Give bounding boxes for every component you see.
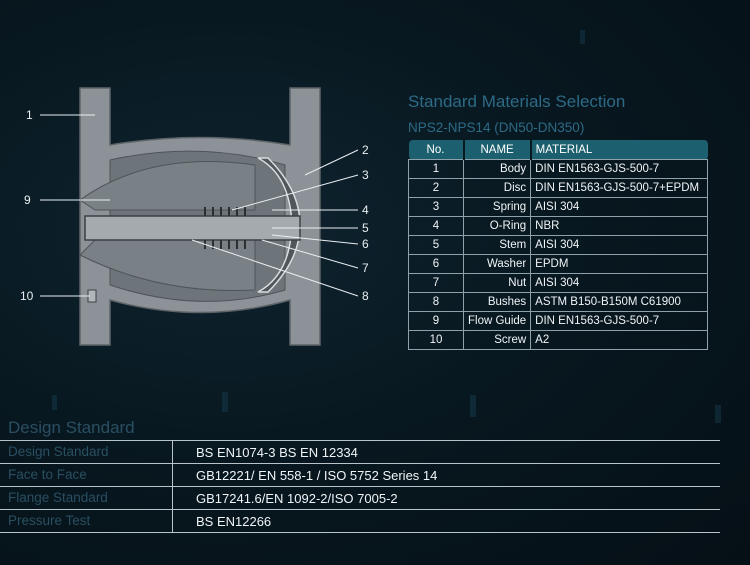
row-material: AISI 304: [530, 197, 709, 217]
header-name: NAME: [463, 140, 532, 160]
design-standard-label: Flange Standard: [8, 490, 108, 505]
row-name: Disc: [462, 178, 532, 198]
callout-7: 7: [362, 261, 369, 275]
column-divider: [172, 464, 173, 486]
design-standard-row: Pressure Test BS EN12266: [0, 510, 720, 533]
row-no: 3: [408, 197, 464, 217]
row-no: 2: [408, 178, 464, 198]
callout-5: 5: [362, 221, 369, 235]
row-name: Bushes: [462, 292, 532, 312]
background-glow: [715, 405, 721, 423]
design-standard-label: Design Standard: [8, 444, 109, 459]
disc: [257, 157, 301, 293]
flow-guide-lower: [79, 239, 256, 292]
background-glow: [580, 30, 585, 44]
background-glow: [222, 392, 228, 412]
row-name: Nut: [462, 273, 532, 293]
row-name: Body: [462, 159, 532, 179]
row-name: Spring: [462, 197, 532, 217]
row-name: Flow Guide: [462, 311, 532, 331]
design-standard-value: GB12221/ EN 558-1 / ISO 5752 Series 14: [196, 468, 438, 483]
row-material: DIN EN1563-GJS-500-7: [530, 311, 709, 331]
column-divider: [172, 441, 173, 463]
row-name: Washer: [462, 254, 532, 274]
materials-subtitle: NPS2-NPS14 (DN50-DN350): [408, 120, 585, 135]
column-divider: [172, 510, 173, 532]
row-no: 1: [408, 159, 464, 179]
callout-4: 4: [362, 203, 369, 217]
callout-9: 9: [24, 193, 31, 207]
design-standard-title: Design Standard: [8, 418, 135, 437]
row-no: 7: [408, 273, 464, 293]
background-glow: [52, 395, 57, 410]
row-no: 4: [408, 216, 464, 236]
row-material: DIN EN1563-GJS-500-7: [530, 159, 709, 179]
row-name: Stem: [462, 235, 532, 255]
callout-2: 2: [362, 143, 369, 157]
row-material: EPDM: [530, 254, 709, 274]
callout-3: 3: [362, 168, 369, 182]
materials-header-row: No. NAME MATERIAL: [408, 140, 708, 160]
design-standard-row: Face to Face GB12221/ EN 558-1 / ISO 575…: [0, 464, 720, 487]
row-no: 10: [408, 330, 464, 350]
leader-lines: [40, 114, 359, 297]
design-standard-label: Face to Face: [8, 467, 87, 482]
design-standard-divider: [0, 440, 720, 441]
design-standard-label: Pressure Test: [8, 513, 91, 528]
row-material: AISI 304: [530, 273, 709, 293]
background-glow: [470, 395, 476, 417]
design-standard-row: Flange Standard GB17241.6/EN 1092-2/ISO …: [0, 487, 720, 510]
row-name: O-Ring: [462, 216, 532, 236]
callout-1: 1: [26, 108, 33, 122]
callout-6: 6: [362, 237, 369, 251]
valve-cross-section-diagram: 1 2 3 4 5 6 7 8 9 10: [20, 87, 369, 346]
materials-title: Standard Materials Selection: [408, 92, 626, 111]
stem: [84, 215, 301, 241]
design-standard-row: Design Standard BS EN1074-3 BS EN 12334: [0, 441, 720, 464]
header-no: No.: [408, 140, 465, 160]
header-material: MATERIAL: [530, 140, 708, 160]
row-material: NBR: [530, 216, 709, 236]
column-divider: [172, 487, 173, 509]
design-standard-value: GB17241.6/EN 1092-2/ISO 7005-2: [196, 491, 398, 506]
callout-10: 10: [20, 289, 34, 303]
row-no: 6: [408, 254, 464, 274]
callout-8: 8: [362, 289, 369, 303]
design-standard-value: BS EN12266: [196, 514, 272, 529]
flow-guide: [79, 161, 256, 211]
row-material: ASTM B150-B150M C61900: [530, 292, 709, 312]
row-material: A2: [530, 330, 709, 350]
row-material: DIN EN1563-GJS-500-7+EPDM: [530, 178, 709, 198]
row-no: 9: [408, 311, 464, 331]
design-standard-value: BS EN1074-3 BS EN 12334: [196, 445, 358, 460]
row-name: Screw: [462, 330, 532, 350]
row-no: 8: [408, 292, 464, 312]
row-no: 5: [408, 235, 464, 255]
row-material: AISI 304: [530, 235, 709, 255]
